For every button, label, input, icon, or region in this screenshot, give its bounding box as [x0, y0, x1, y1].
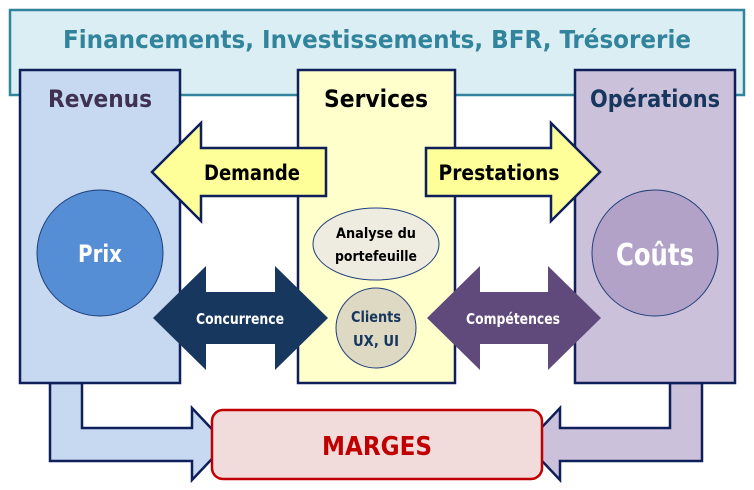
services-title: Services: [324, 85, 428, 113]
ux-ui-label: UX, UI: [353, 332, 399, 350]
marges-label: MARGES: [322, 432, 432, 462]
couts-circle: [591, 189, 719, 317]
revenus-title: Revenus: [48, 85, 152, 113]
demande-arrow-shape: [150, 119, 328, 225]
marges-box: [210, 408, 544, 481]
demande-label: Demande: [204, 161, 300, 185]
demande-arrow: Demande: [150, 119, 328, 225]
prix-label: Prix: [78, 240, 122, 268]
banner-label: Financements, Investissements, BFR, Trés…: [63, 25, 691, 54]
concurrence-arrow: Concurrence: [153, 266, 328, 370]
operations-column: Opérations Coûts: [573, 68, 737, 385]
concurrence-label: Concurrence: [196, 310, 284, 328]
competences-label: Compétences: [466, 310, 560, 328]
competences-arrow-shape: [427, 266, 601, 370]
operations-to-marges-arrow: [524, 381, 704, 484]
couts-label: Coûts: [616, 238, 694, 273]
operations-title: Opérations: [590, 85, 720, 113]
clients-circle: [335, 287, 417, 369]
revenus-to-marges-arrow: [48, 381, 228, 484]
marges-box-group: MARGES: [210, 408, 544, 481]
prestations-label: Prestations: [439, 161, 560, 185]
portefeuille-label: portefeuille: [335, 249, 417, 265]
prestations-arrow-shape: [424, 119, 602, 225]
competences-arrow: Compétences: [427, 266, 601, 370]
analyse-label: Analyse du: [336, 226, 416, 242]
concurrence-arrow-shape: [153, 266, 328, 370]
prix-circle: [36, 189, 164, 317]
analyse-portefeuille-ellipse: [312, 207, 440, 281]
revenus-column: Revenus Prix: [18, 68, 182, 385]
prestations-arrow: Prestations: [424, 119, 602, 225]
clients-label: Clients: [351, 308, 401, 326]
services-column: Services Analyse du portefeuille Clients…: [296, 68, 457, 385]
